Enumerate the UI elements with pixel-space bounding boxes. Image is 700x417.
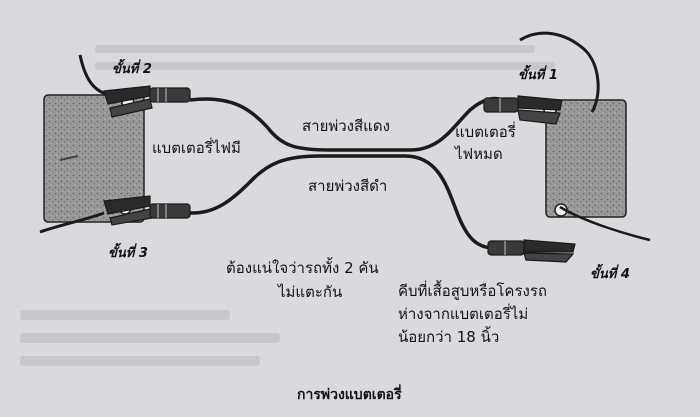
figure-caption: การพ่วงแบตเตอรี่	[297, 387, 402, 403]
dead-battery-label-line2: ไฟหมด	[455, 145, 503, 163]
good-battery-label: แบตเตอรี่ไฟมี	[152, 139, 241, 157]
clamp-step-2	[103, 85, 191, 118]
good-battery	[43, 94, 145, 223]
red-cable-label: สายพ่วงสีแดง	[302, 117, 390, 135]
red-cable-lead-left	[78, 54, 111, 97]
red-jumper-cable	[189, 96, 503, 152]
clamp-note-line3: น้อยกว่า 18 นิ้ว	[398, 328, 500, 346]
step-1-label: ขั้นที่ 1	[518, 68, 558, 83]
red-cable-lead-right	[519, 31, 600, 113]
clamp-note-line1: คีบที่เสื้อสูบหรือโครงรถ	[398, 282, 547, 300]
cars-note-line1: ต้องแน่ใจว่ารถทั้ง 2 คัน	[226, 259, 379, 277]
dead-battery-label-line1: แบตเตอรี่	[455, 123, 516, 141]
bleed-through-text	[20, 45, 555, 366]
black-cable-lead-left	[39, 211, 105, 234]
black-jumper-cable	[189, 154, 493, 250]
clamp-step-4	[487, 239, 576, 263]
black-cable-lead-right	[559, 205, 651, 242]
dead-battery	[545, 99, 627, 218]
step-2-label: ขั้นที่ 2	[112, 62, 152, 77]
step-3-label: ขั้นที่ 3	[108, 246, 148, 261]
step-4-label: ขั้นที่ 4	[590, 267, 630, 282]
clamp-step-3	[103, 195, 191, 226]
clamp-step-1	[483, 95, 563, 125]
clamp-note-line2: ห่างจากแบตเตอรี่ไม่	[398, 305, 529, 323]
black-cable-label: สายพ่วงสีดำ	[308, 177, 388, 195]
cars-note-line2: ไม่แตะกัน	[278, 283, 343, 301]
